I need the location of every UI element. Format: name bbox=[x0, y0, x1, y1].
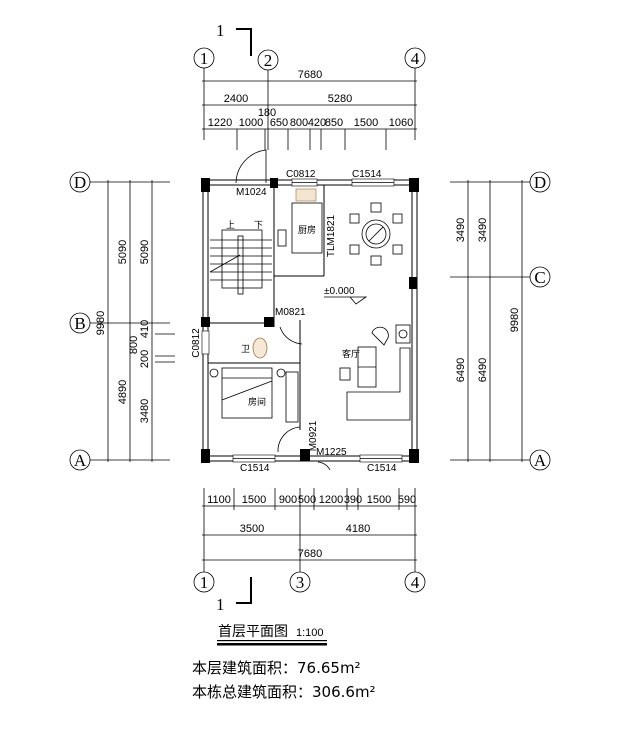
bed bbox=[209, 367, 299, 423]
top-dimensions: 7680 2400 5280 180 1220 1000 650 800 420… bbox=[202, 69, 417, 150]
dim: 2400 bbox=[224, 93, 248, 105]
window-label: C0812 bbox=[191, 328, 202, 358]
dim: 850 bbox=[325, 117, 343, 129]
dim: 9980 bbox=[509, 308, 521, 332]
sofa bbox=[339, 324, 411, 421]
window-c0812-top bbox=[291, 178, 318, 187]
axis-label: A bbox=[74, 451, 87, 470]
left-axes: D B A 9980 5090 4890 5090 410 800 200 34… bbox=[69, 171, 175, 471]
building: 上 下 厨房 TLM1821 ±0.000 bbox=[191, 149, 419, 474]
dim: 1000 bbox=[239, 117, 263, 129]
window-label: C1514 bbox=[240, 463, 270, 474]
dim: 3490 bbox=[455, 218, 467, 242]
kitchen-label: 厨房 bbox=[298, 224, 316, 236]
dim: 4890 bbox=[117, 380, 129, 404]
dim: 5280 bbox=[328, 93, 352, 105]
dim: 7680 bbox=[298, 69, 322, 81]
right-axes: D C A 3490 6490 3490 6490 9980 bbox=[450, 171, 551, 471]
top-axes: 1 2 4 bbox=[193, 47, 426, 150]
total-area-text: 本栋总建筑面积：306.6m² bbox=[192, 683, 376, 701]
door-label: M1225 bbox=[316, 447, 347, 458]
toilet-icon bbox=[252, 337, 268, 359]
dim: 1060 bbox=[389, 117, 413, 129]
axis-label: 2 bbox=[264, 51, 273, 70]
section-mark-top: 1 bbox=[216, 21, 252, 56]
living-room-label: 客厅 bbox=[342, 348, 360, 360]
stair-down-label: 下 bbox=[254, 221, 263, 231]
dim: 650 bbox=[270, 117, 288, 129]
dim: 420 bbox=[308, 117, 326, 129]
axis-label: B bbox=[74, 314, 85, 333]
dim: 4180 bbox=[346, 523, 370, 535]
window-c1514-br bbox=[359, 454, 403, 463]
axis-label: D bbox=[534, 173, 546, 192]
axis-label: D bbox=[74, 173, 86, 192]
dim: 1200 bbox=[319, 494, 343, 506]
dim: 5090 bbox=[139, 240, 151, 264]
axis-label: 1 bbox=[200, 49, 209, 68]
title-scale: 1:100 bbox=[296, 627, 324, 639]
window-c1514-top bbox=[351, 178, 395, 187]
stair-up-label: 上 bbox=[226, 220, 235, 231]
drawing-title: 首层平面图 1:100 bbox=[217, 624, 327, 646]
dim: 200 bbox=[139, 350, 151, 368]
section-mark-bottom: 1 bbox=[216, 577, 252, 614]
dim: 390 bbox=[344, 494, 362, 506]
window-label: C0812 bbox=[286, 169, 316, 180]
door-label: TLM1821 bbox=[326, 214, 337, 257]
axis-label: 4 bbox=[411, 573, 420, 592]
dim: 900 bbox=[279, 494, 297, 506]
door-label: M0921 bbox=[308, 420, 319, 451]
section-number: 1 bbox=[216, 21, 225, 40]
dim: 800 bbox=[128, 336, 140, 354]
dim: 500 bbox=[298, 494, 316, 506]
axis-label: 4 bbox=[411, 49, 420, 68]
dim: 3490 bbox=[477, 218, 489, 242]
dim: 3500 bbox=[240, 523, 264, 535]
elevation-mark: ±0.000 bbox=[324, 286, 368, 305]
dim: 3480 bbox=[139, 399, 151, 423]
bedroom-label: 房间 bbox=[248, 396, 266, 408]
dim: 800 bbox=[290, 117, 308, 129]
staircase: 上 下 bbox=[209, 220, 272, 295]
axis-label: 3 bbox=[296, 573, 305, 592]
dim: 6490 bbox=[455, 358, 467, 382]
dim: 9980 bbox=[95, 311, 107, 335]
axis-label: C bbox=[534, 268, 545, 287]
elevation-text: ±0.000 bbox=[324, 286, 355, 297]
window-c0812-left bbox=[201, 330, 210, 355]
dim: 1100 bbox=[207, 494, 231, 506]
dim: 5090 bbox=[117, 240, 129, 264]
window-label: C1514 bbox=[352, 169, 382, 180]
dim: 6490 bbox=[477, 358, 489, 382]
dining-table bbox=[349, 202, 403, 266]
dim: 1500 bbox=[367, 494, 391, 506]
bottom-dimensions: 1100 1500 900 500 1200 390 1500 590 3500… bbox=[193, 488, 426, 593]
door-label: M0821 bbox=[275, 307, 306, 318]
dim: 7680 bbox=[298, 548, 322, 560]
dim: 1500 bbox=[242, 494, 266, 506]
dim: 410 bbox=[139, 320, 151, 338]
floor-area-text: 本层建筑面积：76.65m² bbox=[192, 659, 361, 677]
dim: 180 bbox=[258, 107, 276, 119]
section-number: 1 bbox=[216, 595, 225, 614]
axis-label: A bbox=[534, 451, 547, 470]
axis-label: 1 bbox=[200, 573, 209, 592]
title-name: 首层平面图 bbox=[218, 624, 288, 640]
bathroom-label: 卫 bbox=[241, 345, 250, 355]
door-label: M1024 bbox=[236, 187, 267, 198]
dim: 590 bbox=[398, 494, 416, 506]
window-label: C1514 bbox=[367, 463, 397, 474]
dim: 1500 bbox=[354, 117, 378, 129]
window-c1514-bl bbox=[232, 454, 276, 463]
dim: 1220 bbox=[208, 117, 232, 129]
